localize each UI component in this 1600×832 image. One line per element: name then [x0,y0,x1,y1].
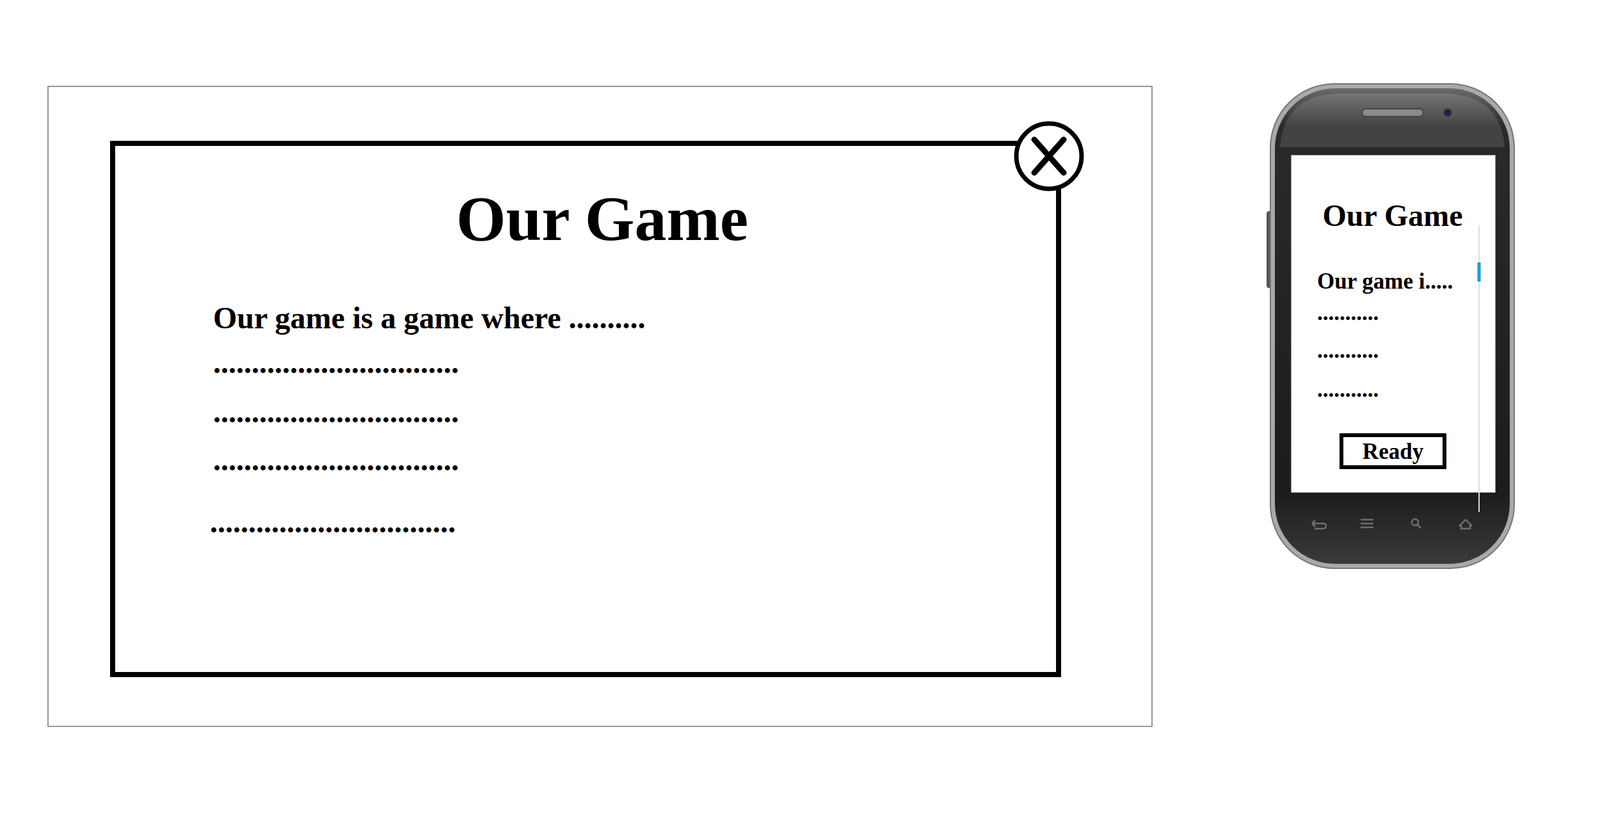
phone-rim [1270,83,1515,569]
home-icon [1459,519,1472,529]
dotted-line: ........... [1317,339,1379,362]
ready-button: Ready [1339,433,1447,470]
menu-icon [1360,519,1374,528]
search-icon [1411,519,1419,526]
body-text: Our game i..... [1317,270,1453,293]
phone-body [1274,88,1510,564]
dialog-box: Our GameOur game is a game where .......… [110,140,1062,678]
dialog-title: Our Game [456,186,749,251]
body-text: Our game is a game where .......... [213,302,646,334]
phone-camera [1443,108,1453,118]
dotted-line: ................................ [213,347,459,379]
phone-gloss [1280,93,1505,148]
dotted-line: ................................ [213,396,459,428]
window-frame [48,86,1152,727]
dotted-line: ........... [1317,378,1379,401]
dotted-line: ................................ [213,444,459,476]
phone-screen: Our GameOur game i......................… [1290,154,1496,493]
dotted-line: ........... [1317,301,1379,324]
phone-speaker [1361,108,1424,117]
screen-title: Our Game [1322,200,1463,232]
dotted-line: ................................ [209,506,456,538]
button-label: Ready [1362,440,1424,463]
back-icon [1312,520,1327,529]
search-icon-handle [1417,524,1421,528]
